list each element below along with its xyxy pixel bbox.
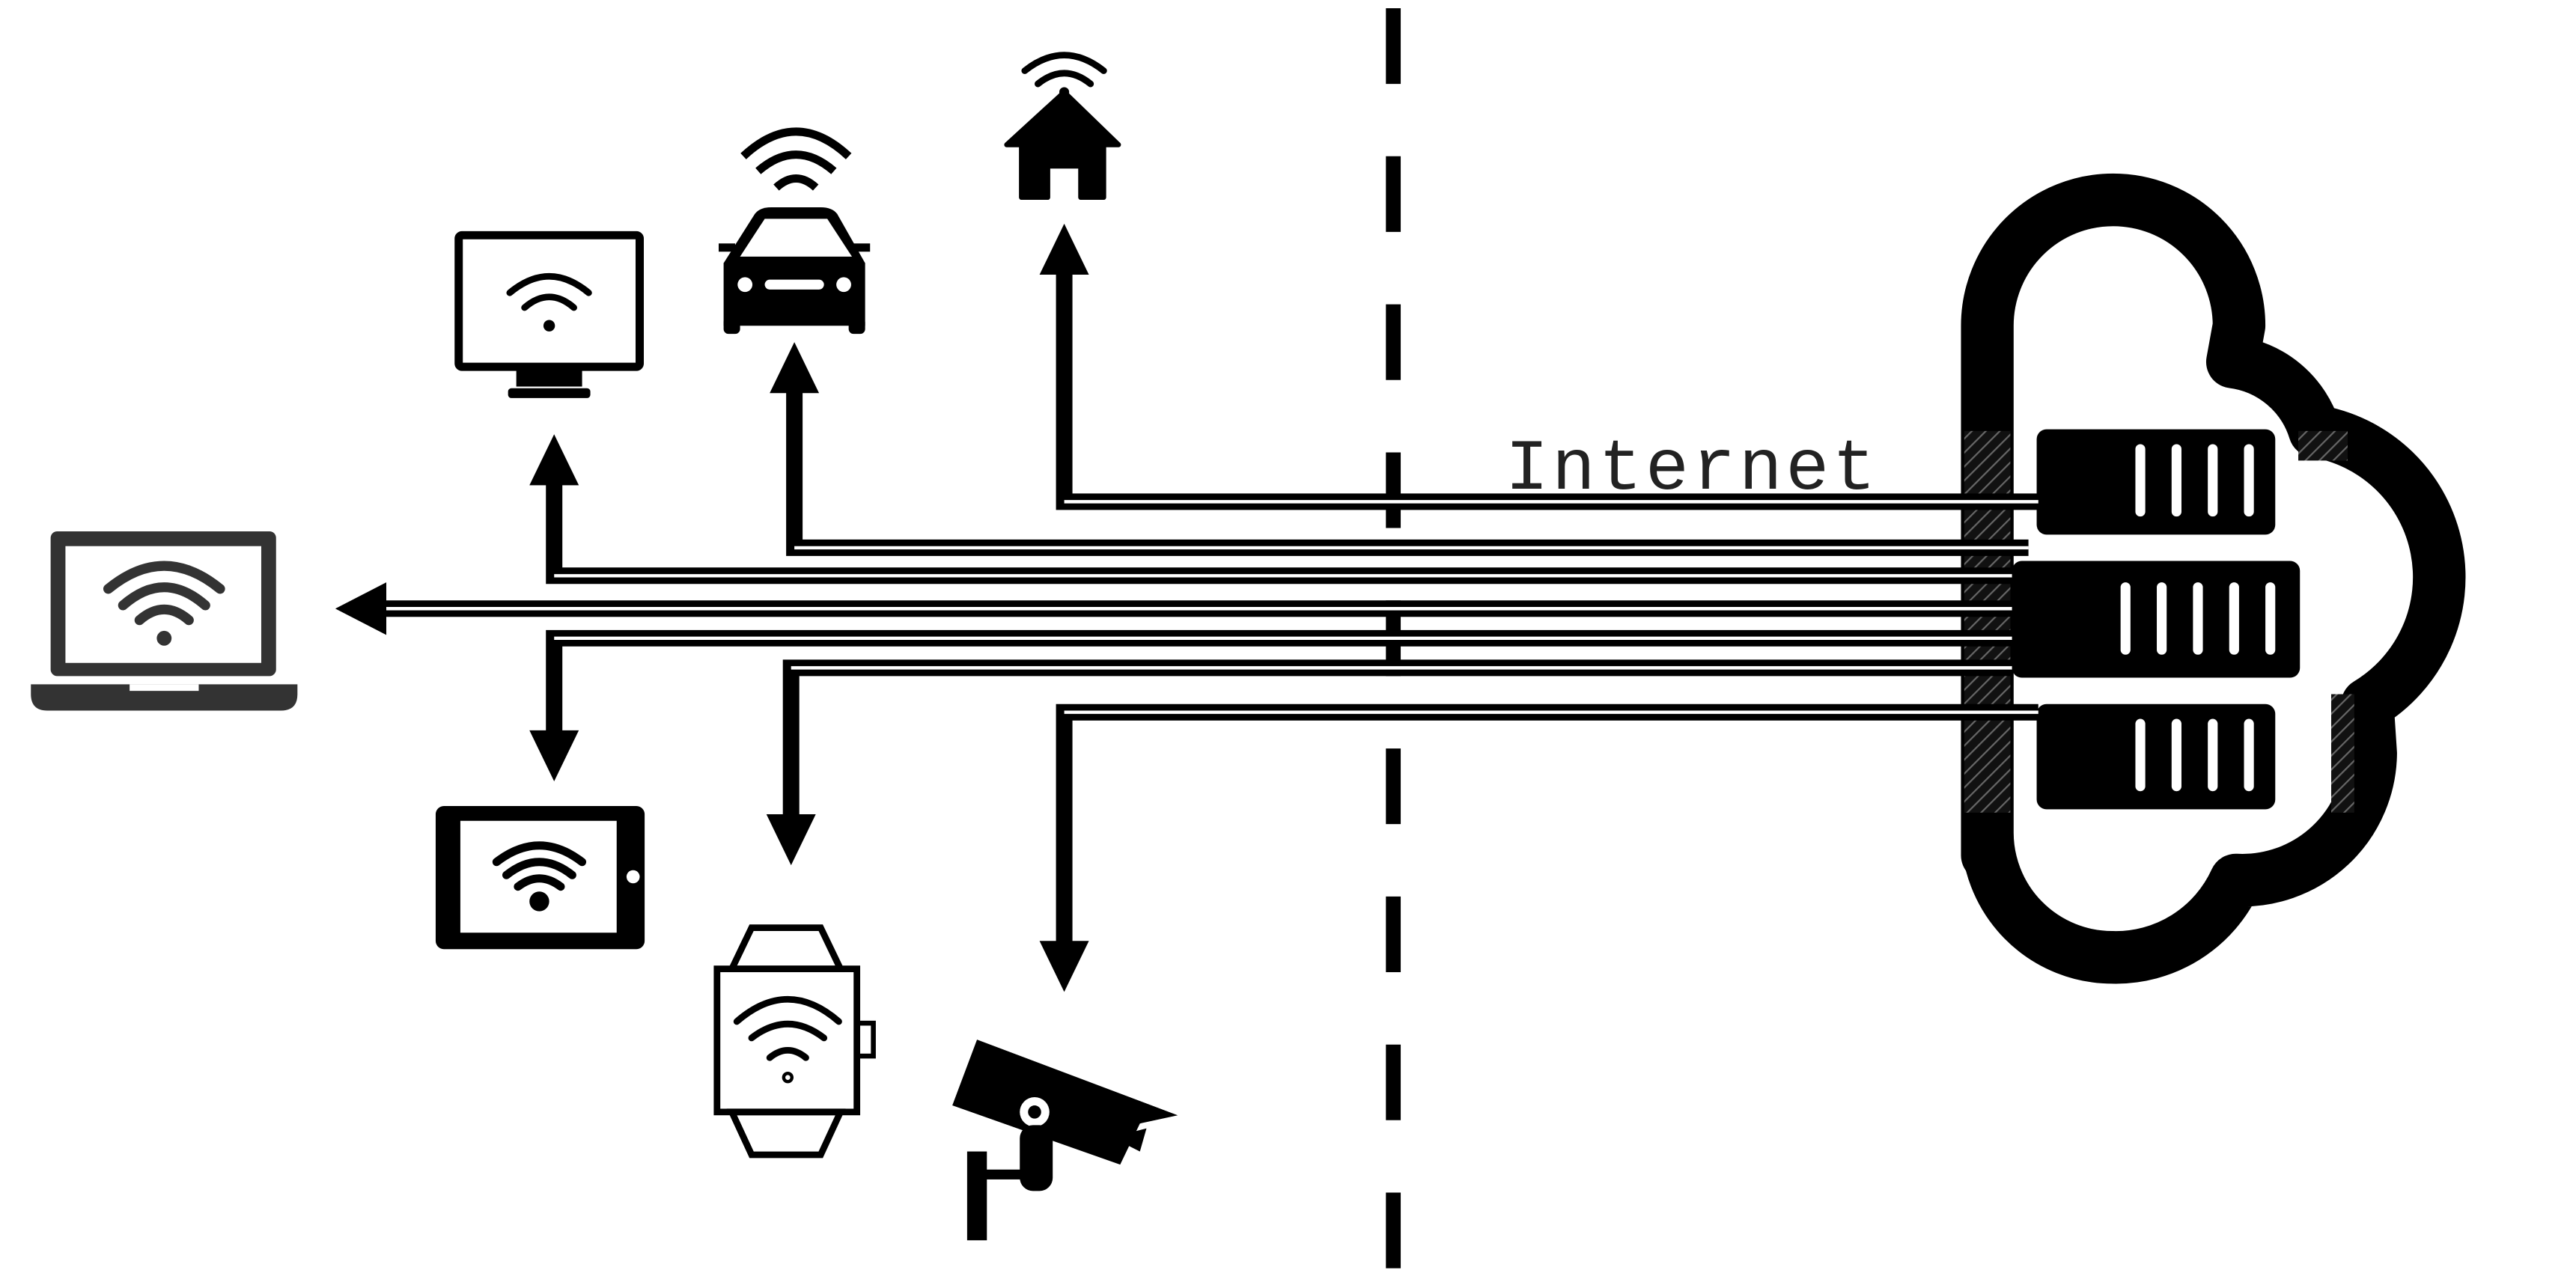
hatched-strip-right (2298, 430, 2348, 461)
server-rack-icon (2012, 429, 2301, 810)
arrow-watch (766, 814, 816, 866)
hatched-strip-right-low (2331, 694, 2354, 813)
hatched-strip (1964, 430, 2011, 813)
smartwatch-wifi-icon (713, 924, 876, 1159)
arrow-car (770, 342, 820, 394)
cloud-icon (1961, 173, 2466, 984)
monitor-wifi-icon (454, 231, 645, 398)
laptop-wifi-icon (31, 531, 298, 711)
arrow-camera (1039, 941, 1089, 992)
arrow-home (1039, 223, 1089, 275)
tablet-wifi-icon (435, 805, 645, 950)
arrow-laptop (335, 582, 387, 635)
arrow-monitor (529, 434, 579, 486)
connection-lines (384, 271, 2038, 943)
security-camera-icon (952, 1040, 1178, 1241)
connected-car-icon (719, 127, 871, 335)
arrowheads (335, 223, 1089, 992)
smart-home-icon (1004, 52, 1121, 201)
arrow-tablet (529, 730, 579, 782)
